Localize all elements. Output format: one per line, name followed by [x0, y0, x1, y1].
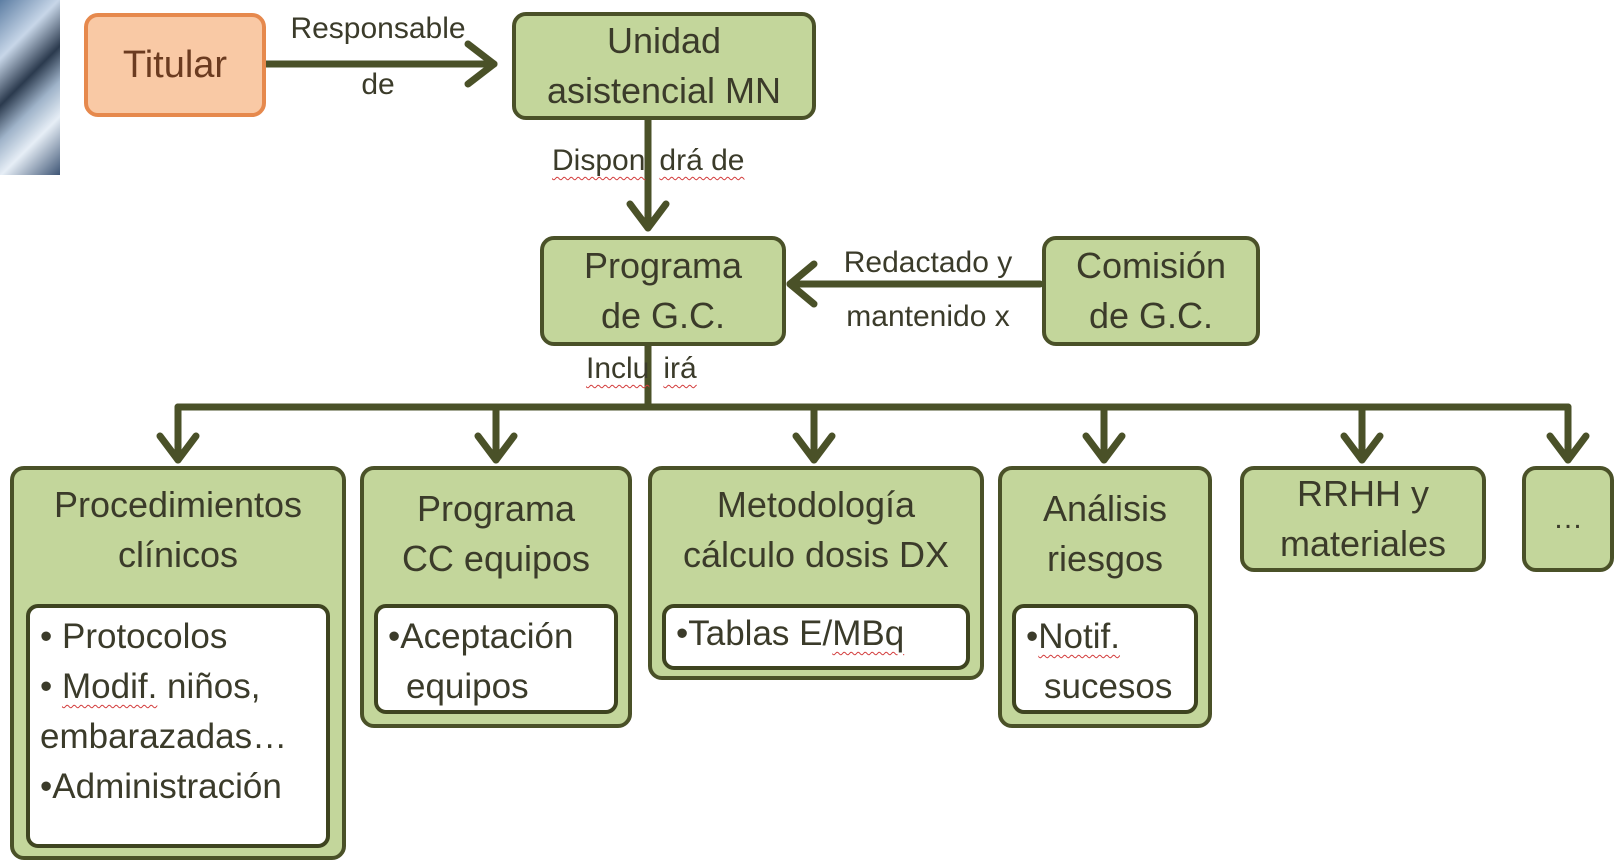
list-item: equipos [406, 667, 529, 706]
more-box: … [1522, 466, 1614, 572]
programa-gc-box: Programa de G.C. [540, 236, 786, 346]
label-responsable: Responsable de [290, 12, 466, 101]
cc-equipos-list: •Aceptación equipos [374, 604, 618, 714]
list-item: embarazadas… [40, 717, 288, 756]
list-item: • Protocolos [40, 617, 228, 656]
arrowhead-programa [626, 200, 670, 232]
arrowhead-unidad [464, 40, 498, 88]
photo-fragment [0, 0, 60, 175]
titular-box: Titular [84, 13, 266, 117]
rrhh-materiales-box: RRHH y materiales [1240, 466, 1486, 572]
metodologia-list: •Tablas E/MBq [662, 604, 970, 670]
arrowhead-programa-left [786, 260, 818, 308]
unidad-asistencial-box: Unidad asistencial MN [512, 12, 816, 120]
label-redactado: Redactado y mantenido x [843, 246, 1013, 333]
titular-label: Titular [122, 44, 228, 86]
procedimientos-list: • Protocolos • Modif. niños, embarazadas… [26, 604, 330, 848]
analisis-list: •Notif. sucesos [1012, 604, 1198, 714]
list-item: sucesos [1044, 667, 1173, 706]
list-item: •Administración [40, 767, 282, 806]
list-item: •Notif. [1026, 617, 1120, 656]
list-item: •Tablas E/MBq [676, 614, 905, 653]
list-item: • Modif. niños, [40, 667, 261, 706]
comision-gc-box: Comisión de G.C. [1042, 236, 1260, 346]
list-item: •Aceptación [388, 617, 574, 656]
